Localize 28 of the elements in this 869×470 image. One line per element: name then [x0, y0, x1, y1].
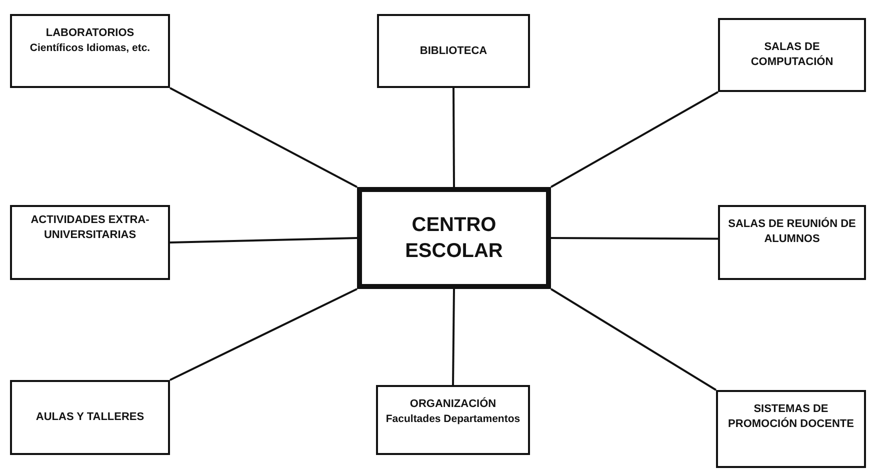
- topic-box: [10, 14, 170, 88]
- box-title: SISTEMAS DE PROMOCIÓN DOCENTE: [727, 402, 855, 432]
- connector-line: [170, 288, 358, 381]
- box-title: LABORATORIOS: [44, 26, 136, 41]
- box-subtext: Facultades Departamentos: [384, 412, 522, 426]
- connector-line: [170, 237, 358, 244]
- connector-line: [551, 237, 718, 240]
- box-title: CENTRO ESCOLAR: [404, 213, 504, 264]
- connector-line: [550, 288, 717, 391]
- topic-box: [718, 18, 866, 92]
- box-subtext: Científicos Idiomas, etc.: [28, 40, 152, 56]
- box-title: BIBLIOTECA: [418, 44, 488, 58]
- box-title: SALAS DE REUNIÓN DE ALUMNOS: [727, 217, 857, 247]
- connector-line: [550, 91, 718, 188]
- topic-box: [376, 385, 530, 455]
- box-title: AULAS Y TALLERES: [34, 410, 146, 425]
- topic-box: [716, 390, 866, 468]
- box-title: ACTIVIDADES EXTRA-UNIVERSITARIAS: [30, 213, 150, 243]
- box-title: ORGANIZACIÓN: [408, 397, 498, 412]
- topic-box: [10, 380, 170, 455]
- topic-box: [718, 205, 866, 280]
- connector-line: [452, 88, 455, 187]
- topic-box: [377, 14, 530, 88]
- topic-box: [10, 205, 170, 280]
- connector-line: [170, 87, 358, 188]
- box-title: SALAS DE COMPUTACIÓN: [750, 40, 834, 70]
- connector-line: [452, 288, 455, 386]
- central-box: [357, 187, 551, 289]
